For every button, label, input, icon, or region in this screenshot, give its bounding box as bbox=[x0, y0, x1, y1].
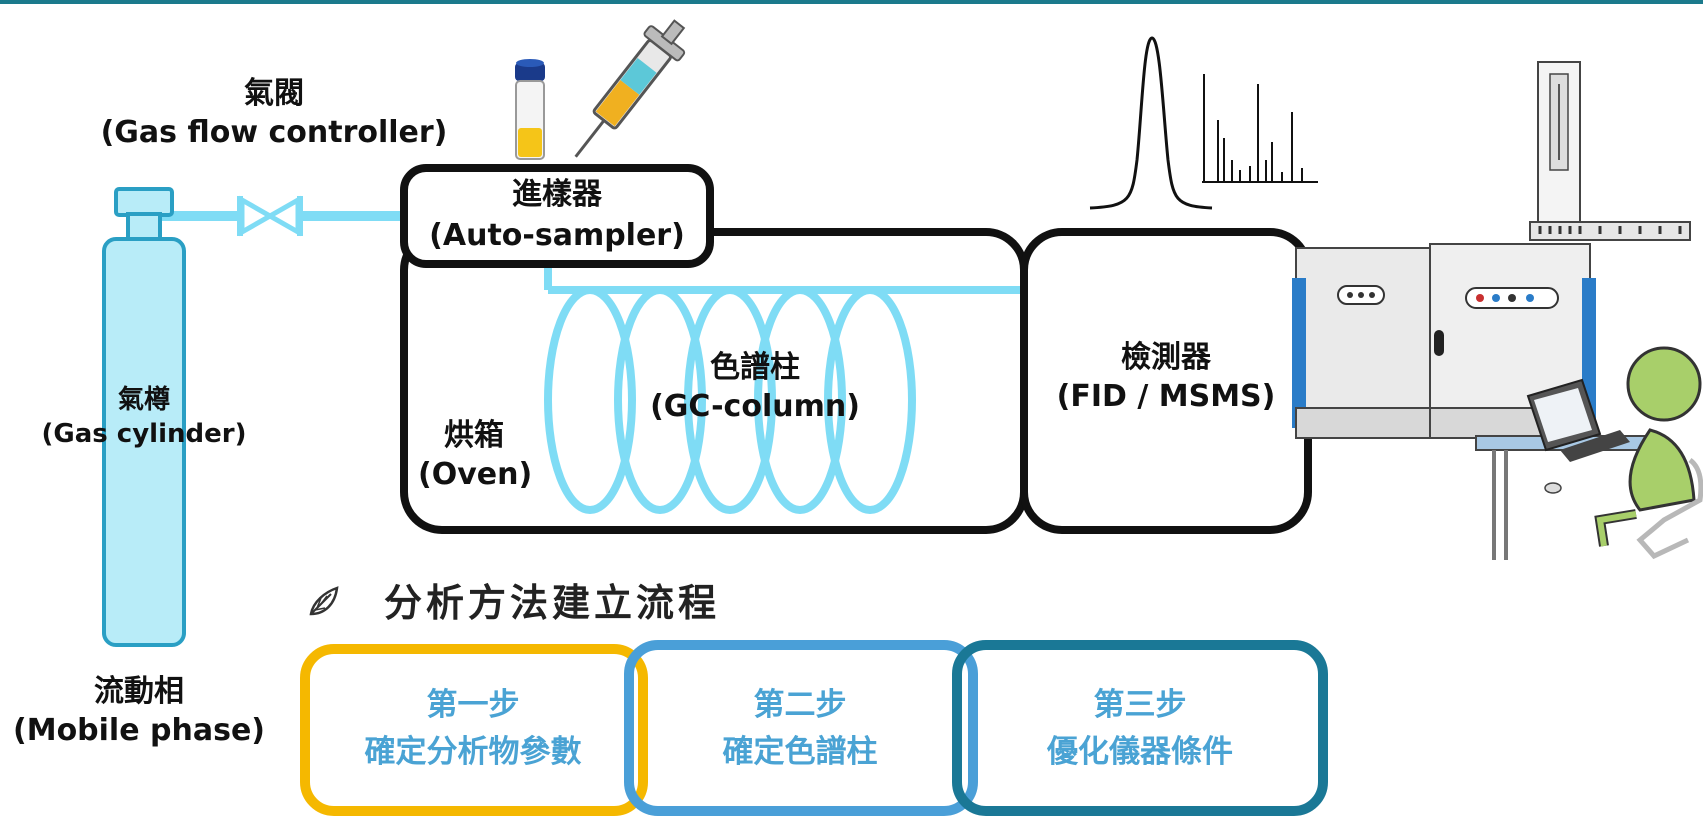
mobile-phase-label: 流動相 (Mobile phase) bbox=[0, 672, 278, 750]
step-2-title: 第二步 bbox=[753, 687, 847, 723]
step-1-box bbox=[300, 644, 648, 816]
auto-sampler-box bbox=[400, 164, 714, 268]
step-3-title: 第三步 bbox=[1093, 687, 1187, 723]
valve-icon bbox=[237, 195, 303, 237]
gas-cylinder-label: 氣樽 (Gas cylinder) bbox=[30, 384, 258, 452]
auto-sampler-label-en: (Auto-sampler) bbox=[429, 218, 685, 254]
gas-valve-label: 氣閥 (Gas flow controller) bbox=[84, 74, 464, 152]
detector-label-zh: 檢測器 bbox=[1121, 340, 1211, 375]
oven-label-en: (Oven) bbox=[418, 457, 533, 492]
mobile-phase-label-zh: 流動相 bbox=[94, 674, 184, 709]
gc-column-coil bbox=[544, 265, 1020, 514]
auto-sampler-label-zh: 進樣器 bbox=[512, 177, 602, 212]
gc-instrument-icon bbox=[1292, 61, 1691, 439]
mass-spectrum-icon bbox=[1202, 74, 1318, 183]
gas-cylinder-icon bbox=[102, 187, 186, 647]
oven-label-zh: 烘箱 bbox=[444, 418, 504, 453]
step-1-text: 第一步 確定分析物參數 bbox=[320, 682, 626, 775]
gc-column-label: 色譜柱 (GC-column) bbox=[630, 348, 880, 426]
step-2-box bbox=[624, 640, 978, 816]
gas-valve-label-zh: 氣閥 bbox=[244, 76, 304, 111]
operator-at-computer-icon bbox=[1475, 346, 1703, 560]
step-2-desc: 確定色譜柱 bbox=[722, 733, 878, 770]
mobile-phase-label-en: (Mobile phase) bbox=[13, 713, 265, 748]
chromatogram-peak-icon bbox=[1089, 36, 1213, 210]
detector-label: 檢測器 (FID / MSMS) bbox=[1030, 338, 1302, 416]
vial-icon bbox=[515, 59, 545, 160]
step-3-box bbox=[952, 640, 1328, 816]
top-accent-bar bbox=[0, 0, 1703, 4]
gc-column-label-en: (GC-column) bbox=[650, 389, 860, 424]
detector-label-en: (FID / MSMS) bbox=[1056, 379, 1276, 414]
section-title: 分析方法建立流程 bbox=[384, 581, 721, 625]
gas-valve-label-en: (Gas flow controller) bbox=[100, 115, 448, 150]
leaf-icon bbox=[309, 586, 339, 616]
step-3-desc: 優化儀器條件 bbox=[1047, 733, 1233, 770]
gas-cylinder-label-en: (Gas cylinder) bbox=[41, 418, 247, 449]
oven-label: 烘箱 (Oven) bbox=[418, 416, 533, 494]
gc-column-label-zh: 色譜柱 bbox=[710, 350, 800, 385]
step-3-text: 第三步 優化儀器條件 bbox=[972, 682, 1308, 775]
step-2-text: 第二步 確定色譜柱 bbox=[640, 682, 960, 775]
step-1-title: 第一步 bbox=[426, 687, 520, 723]
auto-sampler-label: 進樣器 (Auto-sampler) bbox=[412, 174, 702, 257]
syringe-icon bbox=[574, 19, 686, 158]
gas-cylinder-label-zh: 氣樽 bbox=[117, 385, 170, 415]
step-1-desc: 確定分析物參數 bbox=[364, 733, 582, 770]
